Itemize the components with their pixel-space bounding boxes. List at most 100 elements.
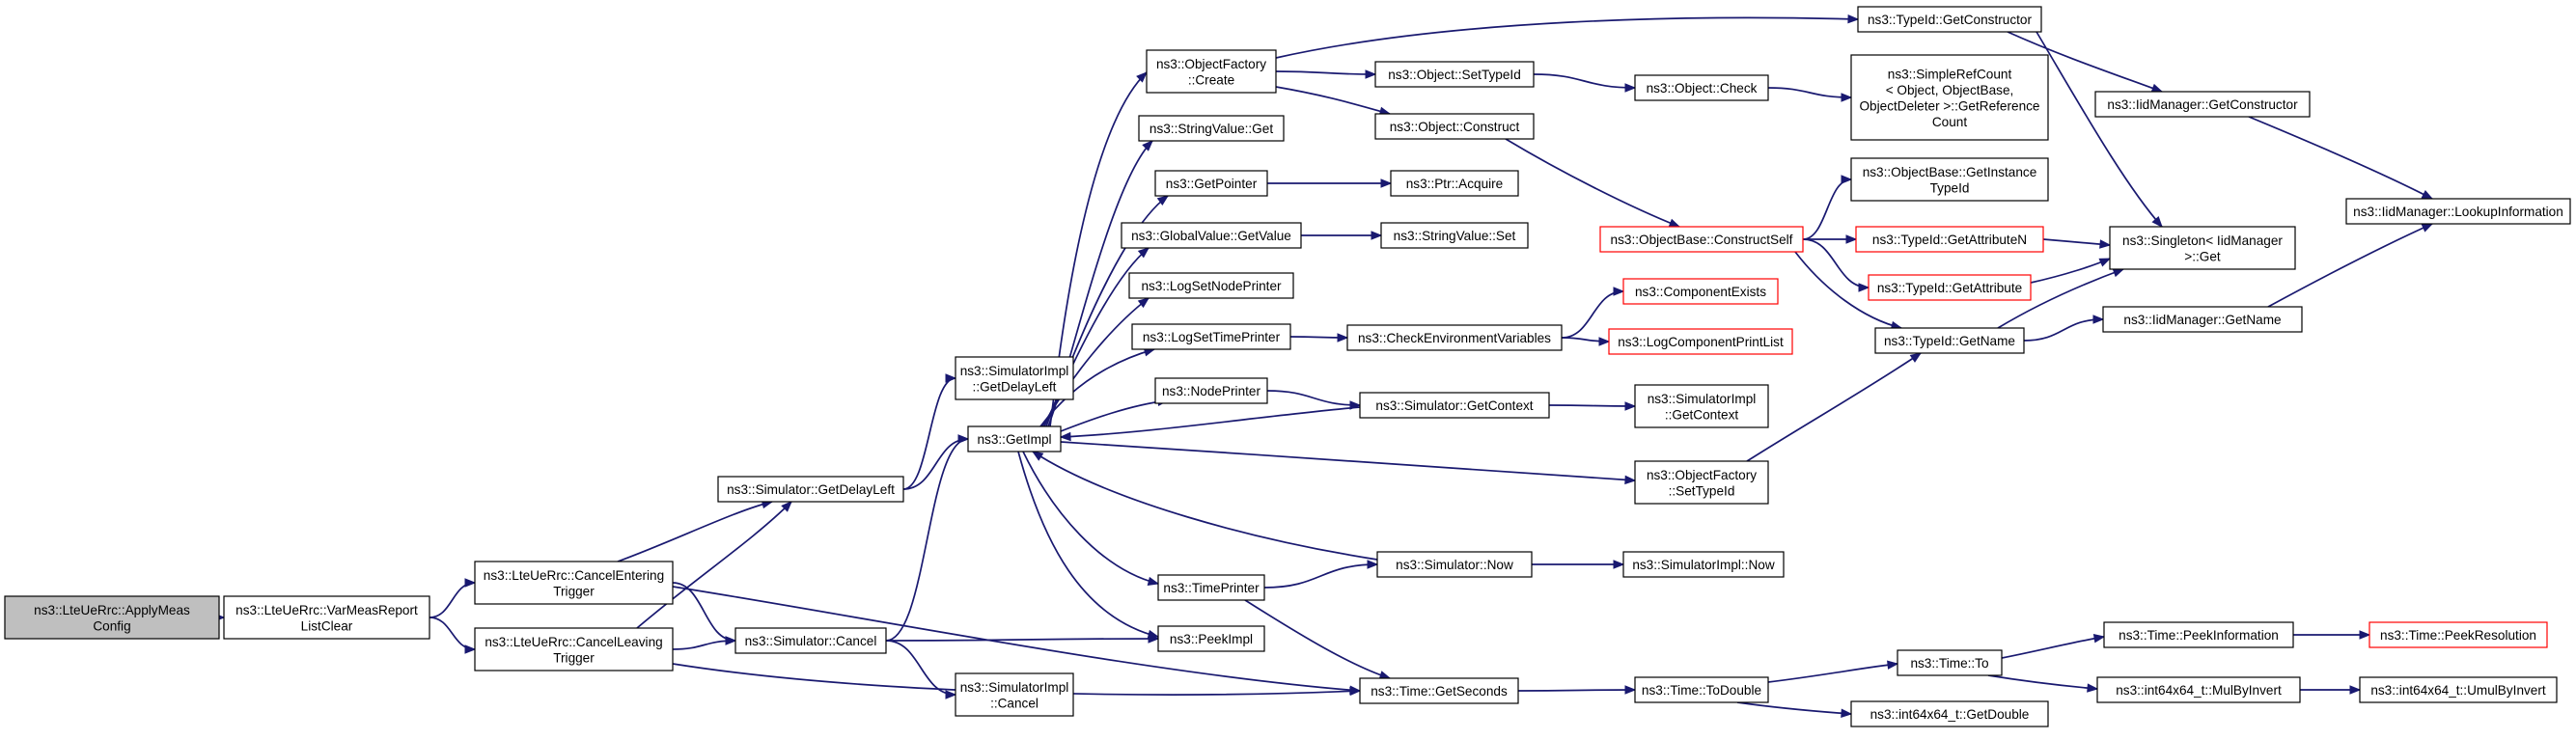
edge-getimpl-to-globalvalue — [1043, 247, 1150, 427]
node-label: ns3::NodePrinter — [1162, 384, 1260, 398]
node-constructself[interactable]: ns3::ObjectBase::ConstructSelf — [1599, 226, 1804, 253]
node-simcancel[interactable]: ns3::Simulator::Cancel — [734, 627, 887, 654]
node-objfactcreate[interactable]: ns3::ObjectFactory::Create — [1146, 49, 1277, 94]
node-label: ns3::Time::PeekInformation — [2119, 628, 2279, 643]
node-stringvalueset[interactable]: ns3::StringValue::Set — [1380, 222, 1529, 249]
node-label: ns3::ObjectBase::ConstructSelf — [1611, 233, 1793, 247]
node-label: ns3::SimulatorImpl::Now — [1632, 558, 1774, 572]
node-ptracquire[interactable]: ns3::Ptr::Acquire — [1390, 170, 1519, 197]
edge-varmeas-to-cancelentering — [429, 578, 477, 618]
edge-timeprinter-to-simnow — [1263, 560, 1379, 589]
node-lognodeprinter[interactable]: ns3::LogSetNodePrinter — [1128, 272, 1294, 299]
edge-simcancel-to-implcancel — [885, 640, 957, 699]
node-mulbyinvert[interactable]: ns3::int64x64_t::MulByInvert — [2096, 676, 2301, 703]
node-typeidgetconstructor[interactable]: ns3::TypeId::GetConstructor — [1857, 6, 2042, 33]
node-singleton[interactable]: ns3::Singleton< IidManager>::Get — [2109, 226, 2296, 270]
edge-getimpl-to-peekimpl — [1017, 451, 1160, 640]
node-label: ObjectDeleter >::GetReference — [1859, 98, 2039, 113]
node-getpointer[interactable]: ns3::GetPointer — [1154, 170, 1268, 197]
node-getseconds[interactable]: ns3::Time::GetSeconds — [1359, 677, 1519, 704]
node-label: ns3::LteUeRrc::CancelLeaving — [485, 635, 662, 649]
edge-objfactcreate-to-objconstruct — [1275, 86, 1392, 116]
edge-typeidgetname-to-iidgetname — [2023, 315, 2105, 342]
node-typeidgetname[interactable]: ns3::TypeId::GetName — [1874, 327, 2025, 354]
node-getattributen[interactable]: ns3::TypeId::GetAttributeN — [1855, 226, 2044, 253]
node-label: ns3::LogSetNodePrinter — [1141, 279, 1282, 293]
node-nodeprinter[interactable]: ns3::NodePrinter — [1154, 377, 1268, 404]
node-layer: ns3::LteUeRrc::ApplyMeasConfigns3::LteUe… — [4, 6, 2571, 727]
node-stringvalueget[interactable]: ns3::StringValue::Get — [1138, 115, 1285, 142]
node-impldelay[interactable]: ns3::SimulatorImpl::GetDelayLeft — [955, 356, 1074, 400]
edge-nodeprinter-to-simgetcontext — [1266, 390, 1362, 410]
node-label: ns3::TypeId::GetAttributeN — [1872, 233, 2027, 247]
node-simnow[interactable]: ns3::Simulator::Now — [1376, 551, 1533, 578]
node-label: ns3::TypeId::GetName — [1884, 334, 2015, 348]
node-todouble[interactable]: ns3::Time::ToDouble — [1634, 676, 1769, 703]
node-label: ns3::ObjectFactory — [1647, 468, 1757, 482]
edge-todouble-to-timeto — [1767, 660, 1899, 683]
edge-cancelleaving-to-getdelayleft — [636, 501, 792, 629]
edge-getimpl-to-objfactsettypeid — [1060, 441, 1637, 485]
node-peekimpl[interactable]: ns3::PeekImpl — [1157, 625, 1265, 652]
edge-getattributen-to-singleton — [2042, 238, 2112, 249]
node-objconstruct[interactable]: ns3::Object::Construct — [1374, 113, 1535, 140]
node-label: ns3::LogComponentPrintList — [1618, 335, 1784, 349]
node-logtimeprinter[interactable]: ns3::LogSetTimePrinter — [1131, 323, 1291, 350]
node-label: ns3::StringValue::Set — [1394, 229, 1516, 243]
node-settypeid[interactable]: ns3::Object::SetTypeId — [1374, 61, 1535, 88]
node-getattribute[interactable]: ns3::TypeId::GetAttribute — [1868, 274, 2032, 301]
node-lookupinformation[interactable]: ns3::IidManager::LookupInformation — [2345, 198, 2571, 225]
node-timeprinter[interactable]: ns3::TimePrinter — [1157, 574, 1265, 601]
node-label: ns3::IidManager::LookupInformation — [2353, 205, 2563, 219]
node-umulbyinvert[interactable]: ns3::int64x64_t::UmulByInvert — [2359, 676, 2558, 703]
node-getimpl[interactable]: ns3::GetImpl — [967, 425, 1062, 452]
node-peekresolution[interactable]: ns3::Time::PeekResolution — [2368, 621, 2548, 648]
node-label: ns3::Object::SetTypeId — [1388, 68, 1521, 82]
node-implcancel[interactable]: ns3::SimulatorImpl::Cancel — [955, 672, 1074, 717]
node-timeto[interactable]: ns3::Time::To — [1897, 649, 2003, 676]
node-peekinformation[interactable]: ns3::Time::PeekInformation — [2103, 621, 2294, 648]
node-label: ns3::LteUeRrc::CancelEntering — [484, 568, 664, 583]
edge-simgetcontext-to-getimpl — [1059, 406, 1361, 442]
node-label: ns3::SimpleRefCount — [1888, 67, 2012, 81]
node-globalvalue[interactable]: ns3::GlobalValue::GetValue — [1121, 222, 1302, 249]
node-label: ns3::GlobalValue::GetValue — [1131, 229, 1291, 243]
node-implgetcontext[interactable]: ns3::SimulatorImpl::GetContext — [1634, 384, 1769, 428]
node-label: ns3::Simulator::GetContext — [1375, 398, 1533, 413]
node-label: ::Create — [1188, 72, 1234, 87]
edge-checkenv-to-logcomplist — [1561, 337, 1611, 346]
node-getdouble[interactable]: ns3::int64x64_t::GetDouble — [1850, 700, 2049, 727]
node-iidgetconstructor[interactable]: ns3::IidManager::GetConstructor — [2094, 91, 2311, 118]
node-label: ns3::TypeId::GetAttribute — [1877, 281, 2022, 295]
node-simplerefcount[interactable]: ns3::SimpleRefCount< Object, ObjectBase,… — [1850, 54, 2049, 141]
node-label: ns3::PeekImpl — [1170, 632, 1253, 646]
node-objfactsettypeid[interactable]: ns3::ObjectFactory::SetTypeId — [1634, 460, 1769, 505]
node-label: ::Cancel — [990, 696, 1039, 710]
edge-getseconds-to-todouble — [1517, 685, 1637, 695]
edge-constructself-to-getattribute — [1802, 238, 1870, 292]
node-label: ns3::int64x64_t::GetDouble — [1870, 707, 2030, 722]
edge-typeidgetconstructor-to-singleton — [2036, 31, 2163, 229]
node-label: ns3::Time::To — [1910, 656, 1988, 671]
node-label: ns3::Time::PeekResolution — [2380, 628, 2536, 643]
node-label: TypeId — [1930, 180, 1970, 195]
node-simgetcontext[interactable]: ns3::Simulator::GetContext — [1359, 392, 1550, 419]
node-getdelayleft[interactable]: ns3::Simulator::GetDelayLeft — [717, 476, 904, 503]
node-objectcheck[interactable]: ns3::Object::Check — [1634, 74, 1769, 101]
node-label: ns3::Object::Check — [1647, 81, 1758, 96]
node-componentexists[interactable]: ns3::ComponentExists — [1622, 278, 1779, 305]
node-checkenv[interactable]: ns3::CheckEnvironmentVariables — [1346, 324, 1563, 351]
node-logcomplist[interactable]: ns3::LogComponentPrintList — [1608, 328, 1793, 355]
edge-getpointer-to-ptracquire — [1266, 178, 1393, 188]
edge-globalvalue-to-stringvalueset — [1301, 231, 1383, 240]
edge-peekinformation-to-peekresolution — [2293, 630, 2371, 640]
node-label: ns3::ComponentExists — [1635, 285, 1766, 299]
node-label: ns3::Ptr::Acquire — [1406, 177, 1504, 191]
node-iidgetname[interactable]: ns3::IidManager::GetName — [2102, 306, 2303, 333]
node-implnow[interactable]: ns3::SimulatorImpl::Now — [1622, 551, 1785, 578]
